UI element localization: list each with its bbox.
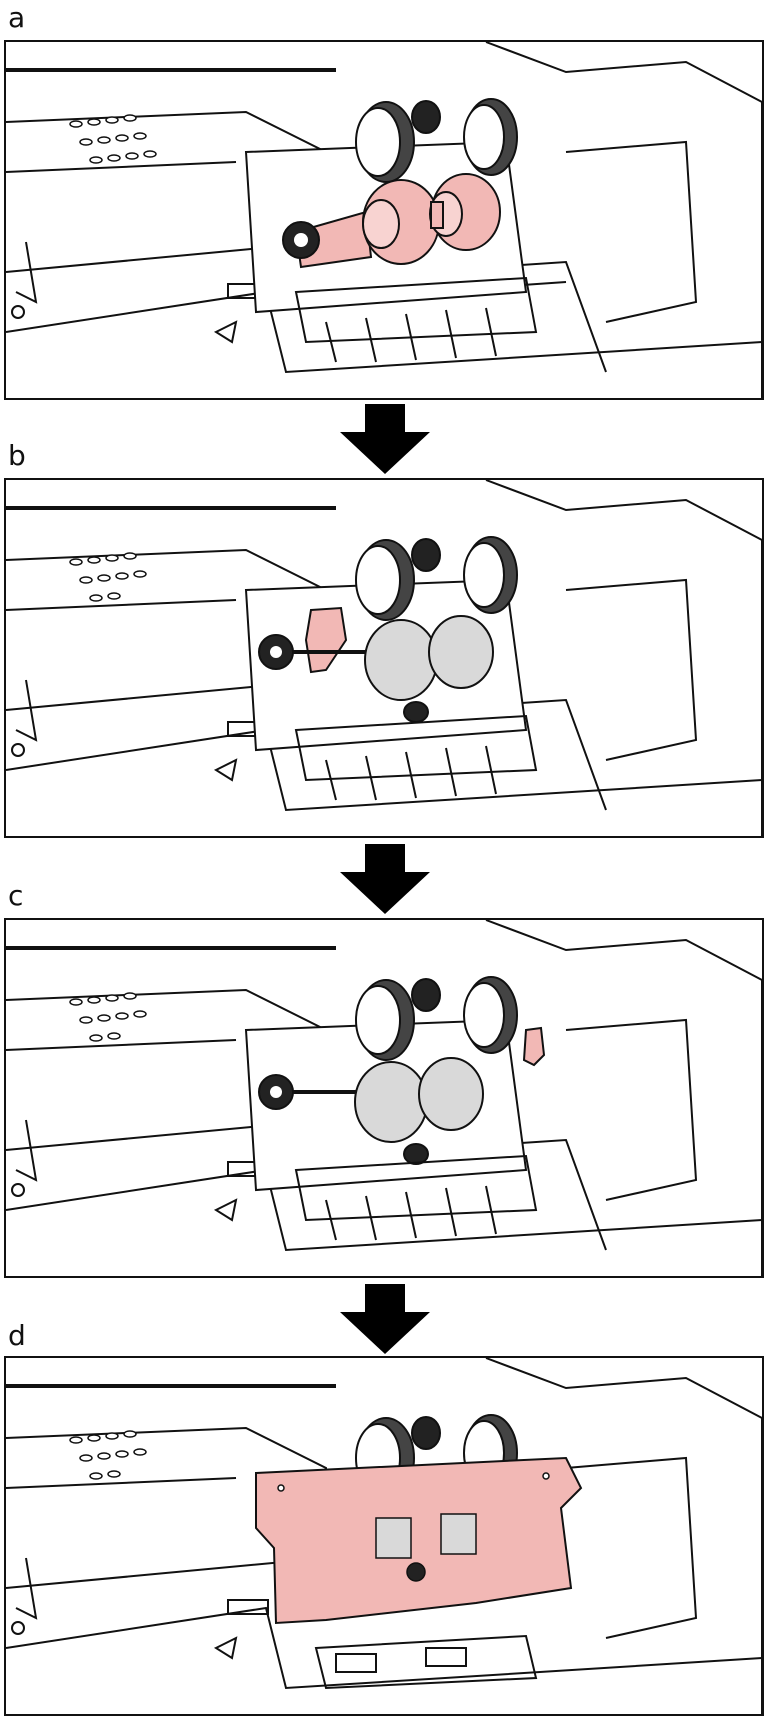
- down-arrow-icon: [340, 1284, 430, 1354]
- scanner-illustration-d: [6, 1358, 762, 1714]
- illustration-panel-d: [4, 1356, 764, 1716]
- scanner-illustration-a: [6, 42, 762, 398]
- step-label-a: a: [8, 1, 26, 34]
- down-arrow-icon: [340, 404, 430, 474]
- step-label-c: c: [8, 879, 24, 912]
- step-label-b: b: [8, 439, 26, 472]
- down-arrow-icon: [340, 844, 430, 914]
- illustration-panel-b: [4, 478, 764, 838]
- step-label-d: d: [8, 1319, 26, 1352]
- scanner-illustration-b: [6, 480, 762, 836]
- illustration-panel-a: [4, 40, 764, 400]
- illustration-panel-c: [4, 918, 764, 1278]
- scanner-illustration-c: [6, 920, 762, 1276]
